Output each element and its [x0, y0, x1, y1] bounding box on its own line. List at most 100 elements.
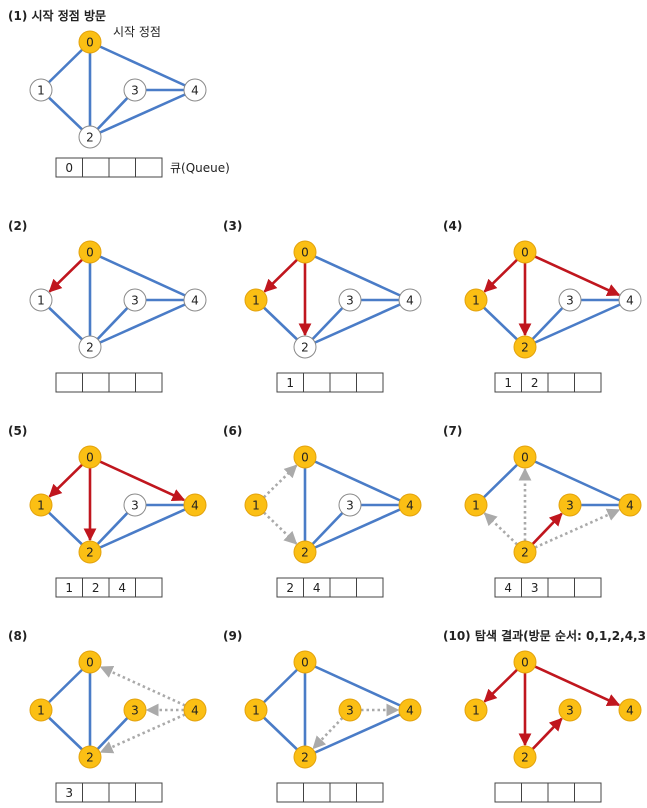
vertex-circle — [29, 78, 53, 102]
vertex-circle — [78, 650, 102, 674]
vertex-circle — [513, 745, 537, 769]
queue-value: 1 — [65, 581, 73, 595]
queue-cell — [547, 372, 575, 393]
vertex-0: 0 — [78, 30, 102, 54]
vertex-label: 3 — [346, 294, 354, 308]
vertex-label: 2 — [521, 546, 529, 560]
edge-0-4 — [304, 250, 411, 302]
queue-cell — [521, 782, 549, 803]
vertex-circle — [78, 125, 102, 149]
vertex-circle — [513, 540, 537, 564]
vertex-circle — [244, 493, 268, 517]
vertex-1: 1 — [244, 698, 268, 722]
traversal-arrow-0-4 — [99, 460, 186, 502]
vertex-1: 1 — [29, 493, 53, 517]
vertex-1: 1 — [244, 493, 268, 517]
vertex-label: 0 — [86, 246, 94, 260]
vertex-0: 0 — [293, 240, 317, 264]
queue-value: 3 — [531, 581, 539, 595]
queue-value: 1 — [504, 376, 512, 390]
queue-cell — [356, 782, 384, 803]
queue-cell — [574, 577, 602, 598]
queue-value: 4 — [118, 581, 126, 595]
queue-value: 4 — [313, 581, 321, 595]
vertex-circle — [123, 493, 147, 517]
vertex-3: 3 — [558, 698, 582, 722]
vertex-0: 0 — [78, 240, 102, 264]
vertex-circle — [513, 650, 537, 674]
panel-title: (7) — [443, 424, 462, 438]
vertex-circle — [78, 240, 102, 264]
vertex-4: 4 — [398, 698, 422, 722]
vertex-2: 2 — [78, 540, 102, 564]
vertex-label: 4 — [191, 499, 199, 513]
traversal-arrow-2-3 — [531, 717, 563, 750]
queue-cell — [329, 372, 357, 393]
vertex-circle — [464, 493, 488, 517]
queue — [276, 782, 384, 803]
queue-cell — [356, 577, 384, 598]
edge-2-4 — [89, 298, 196, 349]
vertex-label: 4 — [406, 499, 414, 513]
panel-title: (6) — [223, 424, 242, 438]
vertex-3: 3 — [123, 288, 147, 312]
queue-cell — [82, 157, 110, 178]
vertex-1: 1 — [244, 288, 268, 312]
vertex-2: 2 — [293, 335, 317, 359]
edge-0-4 — [304, 455, 411, 507]
vertex-3: 3 — [558, 493, 582, 517]
vertex-circle — [183, 78, 207, 102]
queue-cell — [547, 577, 575, 598]
vertex-circle — [78, 30, 102, 54]
vertex-label: 4 — [406, 294, 414, 308]
vertex-4: 4 — [183, 78, 207, 102]
edge-0-4 — [89, 40, 196, 92]
queue-cell — [356, 372, 384, 393]
queue — [494, 782, 602, 803]
vertex-3: 3 — [338, 288, 362, 312]
vertex-0: 0 — [293, 445, 317, 469]
vertex-2: 2 — [513, 745, 537, 769]
edge-2-4 — [89, 503, 196, 554]
panel-title: (10) 탐색 결과(방문 순서: 0,1,2,4,3) — [443, 628, 647, 643]
queue-cell — [135, 372, 163, 393]
vertex-label: 3 — [566, 499, 574, 513]
vertex-label: 0 — [521, 246, 529, 260]
queue-value: 2 — [286, 581, 294, 595]
vertex-1: 1 — [29, 78, 53, 102]
vertex-circle — [29, 698, 53, 722]
vertex-label: 0 — [301, 656, 309, 670]
traversal-arrow-0-4 — [534, 255, 621, 297]
traversal-arrow-0-1 — [48, 463, 84, 498]
vertex-4: 4 — [618, 698, 642, 722]
vertex-2: 2 — [78, 335, 102, 359]
vertex-1: 1 — [464, 288, 488, 312]
vertex-label: 2 — [86, 751, 94, 765]
panel-title: (8) — [8, 629, 27, 643]
vertex-2: 2 — [293, 745, 317, 769]
vertex-label: 3 — [566, 704, 574, 718]
queue-cell — [82, 782, 110, 803]
vertex-circle — [293, 445, 317, 469]
vertex-circle — [123, 78, 147, 102]
vertex-1: 1 — [29, 288, 53, 312]
vertex-label: 0 — [521, 656, 529, 670]
vertex-label: 0 — [521, 451, 529, 465]
vertex-circle — [464, 288, 488, 312]
edge-2-4 — [304, 298, 411, 349]
vertex-circle — [618, 698, 642, 722]
traversal-arrow-0-1 — [48, 258, 84, 293]
queue-cell — [329, 577, 357, 598]
vertex-label: 1 — [252, 704, 260, 718]
traversal-arrow-0-1 — [483, 668, 519, 703]
queue-cell — [135, 157, 163, 178]
vertex-0: 0 — [78, 650, 102, 674]
vertex-label: 2 — [86, 131, 94, 145]
vertex-circle — [558, 493, 582, 517]
